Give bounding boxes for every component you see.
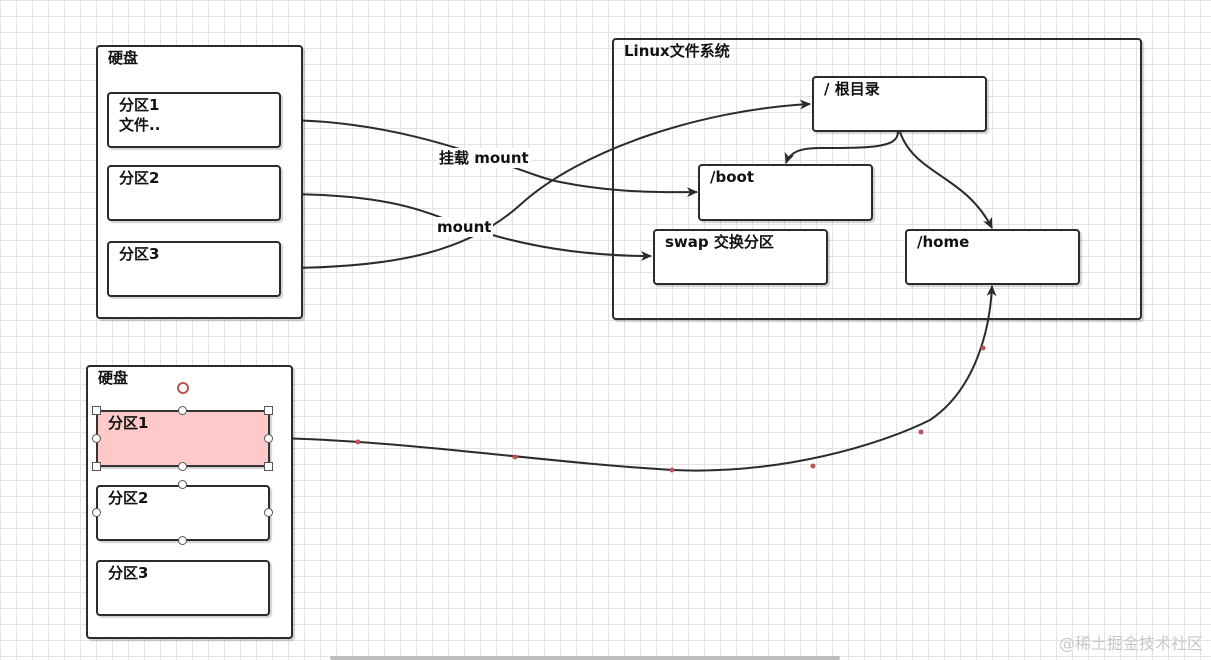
- resize-handle-ne[interactable]: [264, 406, 273, 415]
- connection-point-e[interactable]: [264, 508, 273, 517]
- horizontal-scrollbar[interactable]: [330, 656, 840, 660]
- rotate-handle[interactable]: [177, 382, 189, 394]
- linux-fs-title: Linux文件系统: [624, 42, 730, 60]
- waypoint-handle[interactable]: [512, 454, 518, 460]
- bottom-partition-1-label: 分区1: [108, 414, 149, 432]
- connection-point-n[interactable]: [178, 480, 187, 489]
- top-partition-3[interactable]: 分区3: [107, 241, 281, 297]
- edge-label-mount-2[interactable]: mount: [435, 217, 494, 237]
- bottom-disk-title: 硬盘: [98, 369, 129, 387]
- home-dir-label: /home: [917, 233, 970, 251]
- watermark: @稀土掘金技术社区: [1058, 634, 1203, 653]
- top-partition-2[interactable]: 分区2: [107, 165, 281, 221]
- top-disk-title: 硬盘: [108, 49, 139, 67]
- waypoint-handle[interactable]: [918, 429, 924, 435]
- bottom-partition-2[interactable]: 分区2: [96, 485, 270, 541]
- resize-handle-se[interactable]: [264, 462, 273, 471]
- bottom-partition-1-selected[interactable]: 分区1: [96, 410, 270, 467]
- bottom-partition-2-label: 分区2: [108, 489, 149, 507]
- resize-handle-s[interactable]: [178, 462, 187, 471]
- boot-dir-node[interactable]: /boot: [698, 164, 873, 221]
- waypoint-handle[interactable]: [980, 345, 986, 351]
- connection-point-s[interactable]: [178, 536, 187, 545]
- resize-handle-sw[interactable]: [92, 462, 101, 471]
- waypoint-handle[interactable]: [810, 463, 816, 469]
- boot-dir-label: /boot: [710, 168, 754, 186]
- waypoint-handle[interactable]: [355, 439, 361, 445]
- connection-point-w[interactable]: [92, 508, 101, 517]
- linux-fs-container[interactable]: Linux文件系统: [612, 38, 1142, 320]
- top-partition-1[interactable]: 分区1 文件..: [107, 92, 281, 148]
- bottom-partition-3[interactable]: 分区3: [96, 560, 270, 616]
- top-partition-1-label: 分区1 文件..: [119, 96, 161, 134]
- top-partition-2-label: 分区2: [119, 169, 160, 187]
- swap-partition-label: swap 交换分区: [665, 233, 774, 251]
- resize-handle-nw[interactable]: [92, 406, 101, 415]
- resize-handle-w[interactable]: [92, 434, 101, 443]
- bottom-partition-3-label: 分区3: [108, 564, 149, 582]
- top-partition-3-label: 分区3: [119, 245, 160, 263]
- root-dir-label: / 根目录: [824, 80, 880, 98]
- resize-handle-n[interactable]: [178, 406, 187, 415]
- waypoint-handle[interactable]: [669, 467, 675, 473]
- root-dir-node[interactable]: / 根目录: [812, 76, 987, 132]
- swap-partition-node[interactable]: swap 交换分区: [653, 229, 828, 285]
- edge-label-mount-1[interactable]: 挂载 mount: [437, 148, 531, 168]
- home-dir-node[interactable]: /home: [905, 229, 1080, 285]
- resize-handle-e[interactable]: [264, 434, 273, 443]
